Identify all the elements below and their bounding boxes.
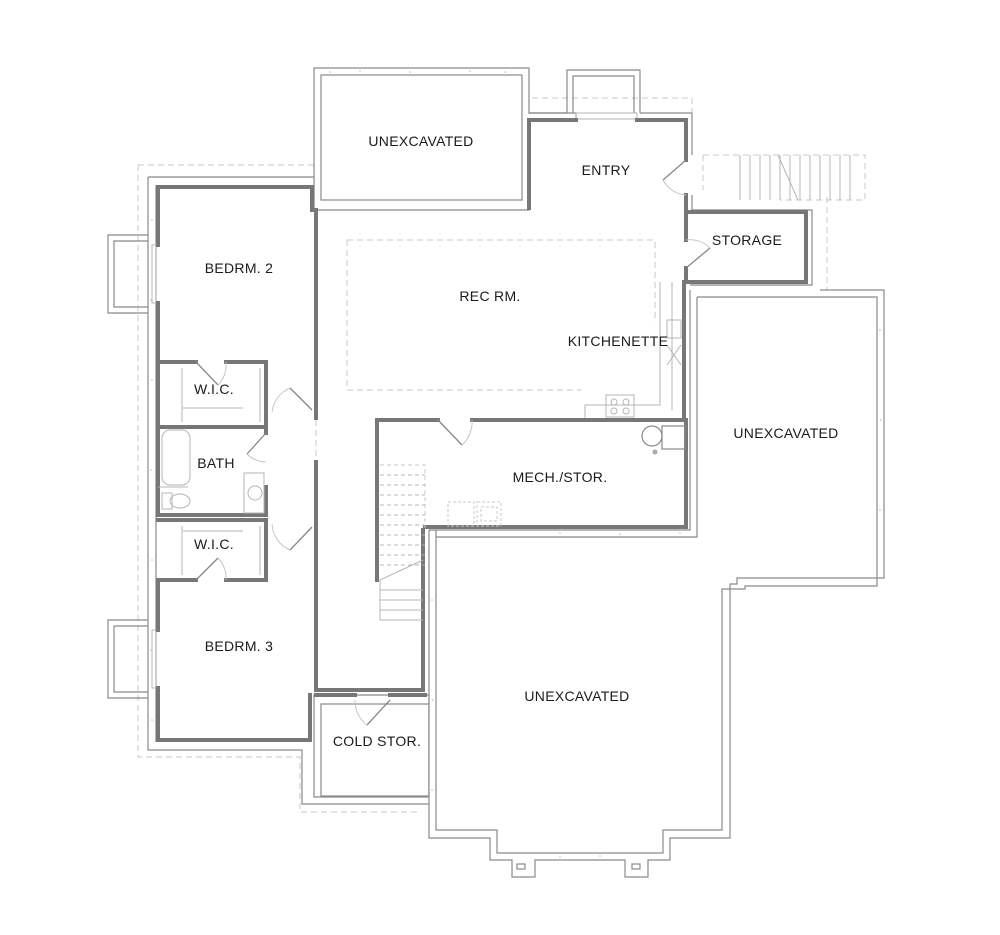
room-label-wic-upper: W.I.C.	[194, 381, 234, 397]
concrete-texture	[150, 70, 882, 858]
room-label-bedroom-3: BEDRM. 3	[205, 638, 274, 654]
room-label-kitchenette: KITCHENETTE	[568, 333, 669, 349]
room-label-unexcavated-top: UNEXCAVATED	[368, 133, 473, 149]
interior-stairs[interactable]	[379, 464, 426, 621]
room-label-bedroom-2: BEDRM. 2	[205, 260, 274, 276]
toilet-icon	[161, 492, 173, 510]
interior-walls	[156, 118, 808, 742]
furnace-icon	[661, 425, 686, 450]
room-label-storage: STORAGE	[712, 232, 782, 248]
room-label-wic-lower: W.I.C.	[194, 536, 234, 552]
room-label-bath: BATH	[197, 455, 235, 471]
doors	[195, 159, 711, 726]
foundation-walls	[147, 67, 885, 878]
room-label-unexcavated-bottom: UNEXCAVATED	[524, 688, 629, 704]
room-labels: UNEXCAVATED ENTRY STORAGE BEDRM. 2 REC R…	[194, 133, 838, 749]
cooktop-icon	[605, 394, 635, 418]
window-wells	[107, 69, 641, 699]
room-label-mech-stor: MECH./STOR.	[513, 469, 608, 485]
fixtures	[158, 282, 686, 575]
bathtub-icon	[161, 429, 191, 486]
room-label-rec-room: REC RM.	[459, 288, 520, 304]
room-label-entry: ENTRY	[582, 162, 631, 178]
sink-icon	[243, 472, 265, 514]
room-label-cold-storage: COLD STOR.	[333, 733, 421, 749]
room-label-unexcavated-right: UNEXCAVATED	[733, 425, 838, 441]
kitchen-sink-icon	[666, 319, 682, 339]
exterior-stairs	[702, 154, 866, 201]
